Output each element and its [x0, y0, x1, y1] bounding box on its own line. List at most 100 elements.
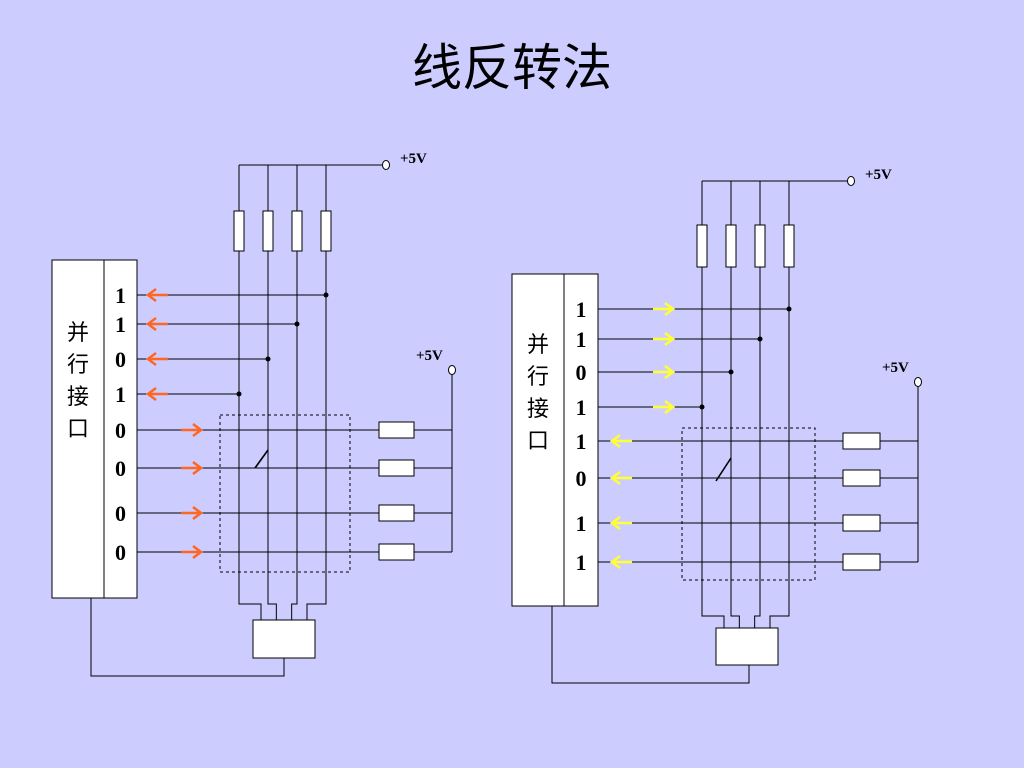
arrow-head [145, 317, 157, 331]
port-label-char: 接 [67, 385, 89, 410]
arrow-right-icon [653, 400, 676, 414]
arrow-left-icon [145, 317, 168, 331]
port-label-char: 行 [67, 353, 89, 378]
port-bit: 1 [576, 429, 587, 454]
port-bit: 0 [576, 466, 587, 491]
arrow-head [145, 387, 157, 401]
junction-dot [265, 356, 271, 362]
pullup-resistor [291, 210, 303, 252]
arrow-head [664, 400, 676, 414]
keypad-region [681, 427, 816, 581]
parallel-port-box [511, 273, 599, 607]
vcc-label: +5V [882, 360, 909, 376]
junction-dot [236, 391, 242, 397]
arrow-head [609, 471, 621, 485]
port-bit: 1 [576, 327, 587, 352]
pullup-resistor [233, 210, 245, 252]
arrow-head [192, 506, 204, 520]
slide-title: 线反转法 [412, 39, 612, 97]
bus-wire [769, 604, 790, 628]
vcc-terminal [914, 377, 922, 387]
port-bit: 1 [576, 550, 587, 575]
arrow-head [192, 545, 204, 559]
bus-wire [730, 604, 740, 628]
port-bit: 0 [115, 540, 126, 565]
pullup-resistor [783, 224, 795, 268]
row-resistor [842, 553, 881, 571]
decoder-box [715, 627, 779, 666]
row-resistor [842, 469, 881, 487]
arrow-left-icon [145, 387, 168, 401]
port-bit: 0 [576, 360, 587, 385]
port-label-char: 行 [527, 365, 549, 390]
bus-wire [267, 592, 277, 620]
arrow-head [664, 365, 676, 379]
arrow-head [609, 516, 621, 530]
vcc-label: +5V [865, 167, 892, 183]
arrow-left-icon [609, 516, 632, 530]
junction-dot [786, 306, 792, 312]
vcc-terminal [448, 365, 456, 375]
vcc-terminal [382, 160, 390, 170]
port-label-char: 口 [527, 429, 549, 454]
arrow-head [145, 288, 157, 302]
arrow-right-icon [653, 332, 676, 346]
vcc-terminal [847, 176, 855, 186]
row-resistor [842, 514, 881, 532]
arrow-right-icon [181, 506, 204, 520]
junction-dot [323, 292, 329, 298]
arrow-left-icon [145, 352, 168, 366]
decoder-box [252, 619, 316, 659]
feedback-wire [90, 598, 285, 677]
arrow-right-icon [181, 461, 204, 475]
arrow-right-icon [181, 423, 204, 437]
port-bit: 1 [115, 382, 126, 407]
junction-dot [699, 404, 705, 410]
port-label-char: 口 [67, 417, 89, 442]
port-label-char: 并 [67, 321, 89, 346]
port-bit: 1 [115, 283, 126, 308]
port-bit: 0 [115, 347, 126, 372]
row-resistor [842, 432, 881, 450]
port-label-char: 并 [527, 333, 549, 358]
arrow-head [192, 423, 204, 437]
arrow-head [145, 352, 157, 366]
junction-dot [757, 336, 763, 342]
arrow-head [609, 555, 621, 569]
vcc-label: +5V [400, 151, 427, 167]
pullup-resistor [696, 224, 708, 268]
port-label-char: 接 [527, 397, 549, 422]
pullup-resistor [262, 210, 274, 252]
port-bit: 0 [115, 456, 126, 481]
arrow-head [664, 332, 676, 346]
key-switch [254, 449, 269, 469]
arrow-right-icon [653, 302, 676, 316]
port-bit: 1 [576, 297, 587, 322]
arrow-left-icon [145, 288, 168, 302]
bus-wire [701, 604, 725, 628]
bus-wire [754, 604, 761, 628]
arrow-head [609, 434, 621, 448]
arrow-right-icon [653, 365, 676, 379]
parallel-port-box [51, 259, 138, 599]
port-bit: 1 [576, 511, 587, 536]
row-resistor [378, 543, 415, 561]
row-resistor [378, 459, 415, 477]
port-bit: 0 [115, 501, 126, 526]
key-switch [715, 457, 732, 482]
arrow-right-icon [181, 545, 204, 559]
row-resistor [378, 421, 415, 439]
pullup-resistor [320, 210, 332, 252]
row-resistor [378, 504, 415, 522]
arrow-head [192, 461, 204, 475]
arrow-left-icon [609, 471, 632, 485]
junction-dot [294, 321, 300, 327]
vcc-label: +5V [416, 348, 443, 364]
bus-wire [238, 592, 262, 620]
bus-wire [306, 592, 327, 620]
bus-wire [291, 592, 298, 620]
port-bit: 1 [115, 312, 126, 337]
